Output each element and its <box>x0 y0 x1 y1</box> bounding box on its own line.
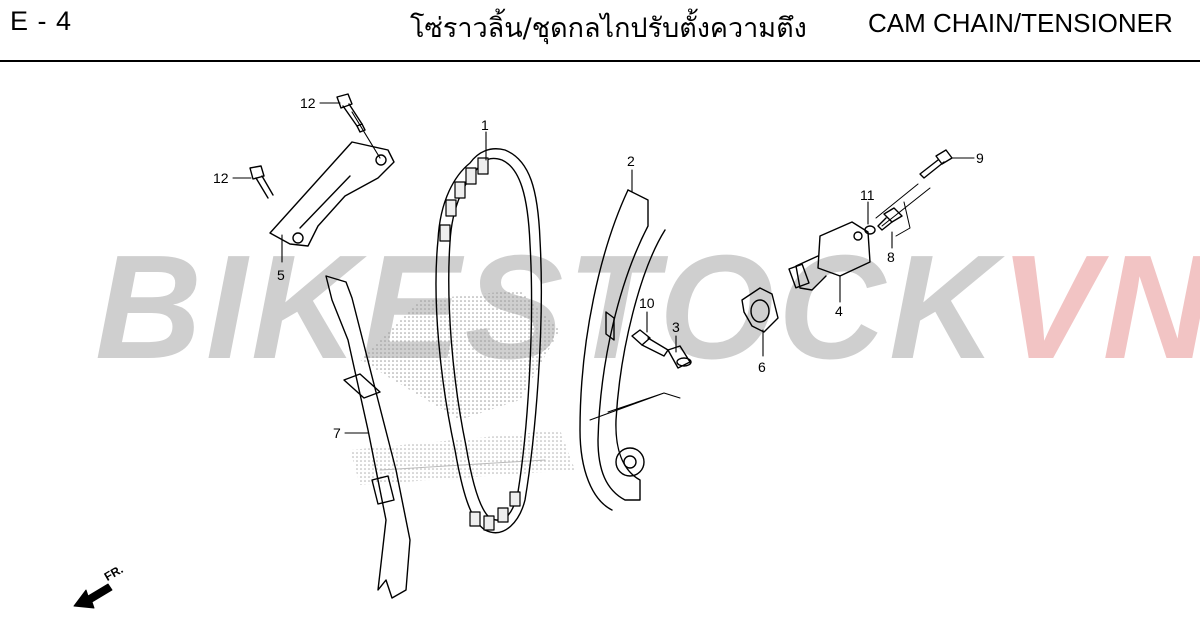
parts-diagram: 12 12 5 1 2 10 3 6 4 11 8 9 7 <box>73 93 984 609</box>
label-12-lower: 12 <box>213 170 229 186</box>
label-7: 7 <box>333 425 341 441</box>
part-2-tensioner-arm <box>579 189 666 511</box>
part-7-guide <box>325 275 411 599</box>
leader-2-extra <box>589 392 681 421</box>
label-2: 2 <box>627 153 635 169</box>
honda-logo <box>350 290 575 485</box>
label-11: 11 <box>860 187 875 203</box>
part-10-bolt <box>631 329 669 357</box>
part-3-collar <box>667 345 692 369</box>
label-3: 3 <box>672 319 680 335</box>
front-arrow-icon <box>73 583 113 609</box>
label-8: 8 <box>887 249 895 265</box>
label-6: 6 <box>758 359 766 375</box>
label-10: 10 <box>639 295 655 311</box>
watermark-part-a: BIKESTOCK <box>95 225 1000 390</box>
bolt-12-lower <box>249 165 274 199</box>
title-thai: โซ่ราวลิ้น/ชุดกลไกปรับตั้งความตึง <box>410 13 807 44</box>
leader-lines <box>232 102 975 434</box>
page-header: E - 4 โซ่ราวลิ้น/ชุดกลไกปรับตั้งความตึง … <box>0 0 1200 62</box>
label-5: 5 <box>277 267 285 283</box>
part-8-bolt <box>877 207 903 231</box>
label-1: 1 <box>481 117 489 133</box>
part-labels: 12 12 5 1 2 10 3 6 4 11 8 9 7 <box>213 95 984 441</box>
leader-tensioner-bolts <box>875 183 931 227</box>
title-english: CAM CHAIN/TENSIONER <box>868 8 1173 38</box>
label-12-upper: 12 <box>300 95 316 111</box>
leader-8-bracket <box>895 201 911 237</box>
watermark: BIKESTOCKVN <box>95 234 1200 382</box>
part-11-washer <box>864 225 876 235</box>
part-4-tensioner-lifter <box>788 221 871 291</box>
part-6-gasket <box>741 287 779 333</box>
part-9-bolt <box>919 149 953 179</box>
part-1-cam-chain <box>435 148 543 534</box>
section-code: E - 4 <box>10 6 73 36</box>
label-4: 4 <box>835 303 843 319</box>
watermark-part-b: VN <box>999 225 1200 390</box>
part-5-plate <box>269 141 395 247</box>
label-9: 9 <box>976 150 984 166</box>
